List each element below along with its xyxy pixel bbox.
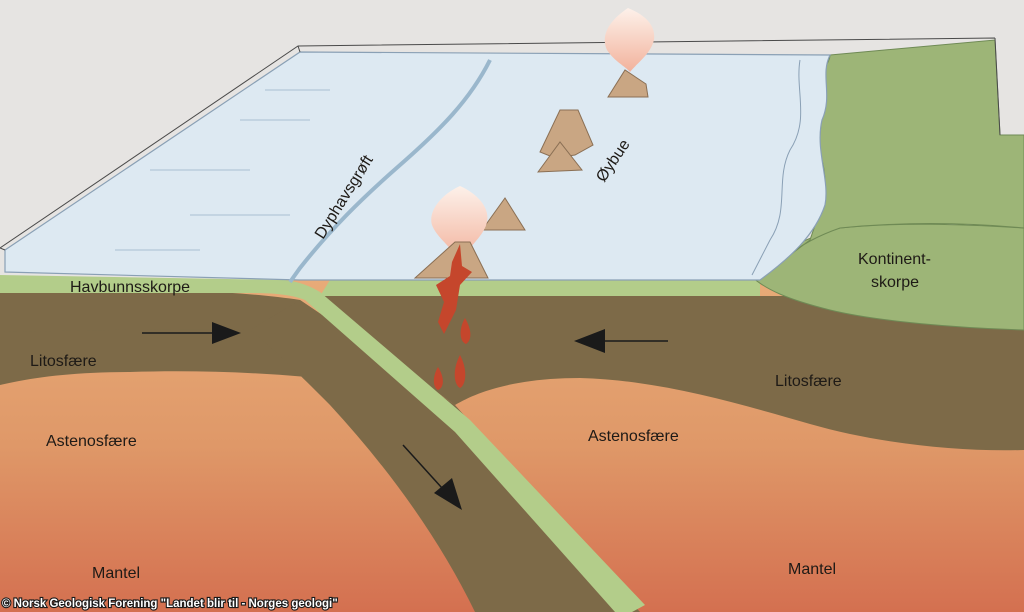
lithosphere-right xyxy=(300,296,1024,451)
label-continental-crust-2: skorpe xyxy=(871,274,919,291)
subducting-slab xyxy=(250,300,640,612)
island-arc-peak-4 xyxy=(607,69,649,98)
arrow-right-icon xyxy=(142,322,241,344)
label-mantle-left: Mantel xyxy=(92,565,140,582)
island-arc-peak-3 xyxy=(481,197,526,231)
magma-drop xyxy=(454,355,466,388)
label-oceanic-crust: Havbunnsskorpe xyxy=(70,279,190,296)
trench-line xyxy=(288,59,492,284)
arrow-left-icon xyxy=(574,329,668,353)
credit-text: © Norsk Geologisk Forening "Landet blir … xyxy=(2,598,338,610)
eruption-plume-front xyxy=(431,186,488,262)
label-asthenosphere-left: Astenosfære xyxy=(46,433,137,450)
label-asthenosphere-right: Astenosfære xyxy=(588,428,679,445)
label-lithosphere-left: Litosfære xyxy=(30,353,97,370)
magma-drop xyxy=(433,367,443,390)
magma-conduit xyxy=(436,244,472,334)
eruption-plume-back xyxy=(604,8,655,72)
label-mantle-right: Mantel xyxy=(788,561,836,578)
magma-drop xyxy=(460,318,471,344)
arrow-down-slab-icon xyxy=(402,444,462,510)
label-lithosphere-right: Litosfære xyxy=(775,373,842,390)
island-arc-peak-2 xyxy=(536,141,583,173)
label-continental-crust-1: Kontinent- xyxy=(858,251,931,268)
ocean-surface xyxy=(4,51,831,281)
block-outline xyxy=(0,37,1001,251)
